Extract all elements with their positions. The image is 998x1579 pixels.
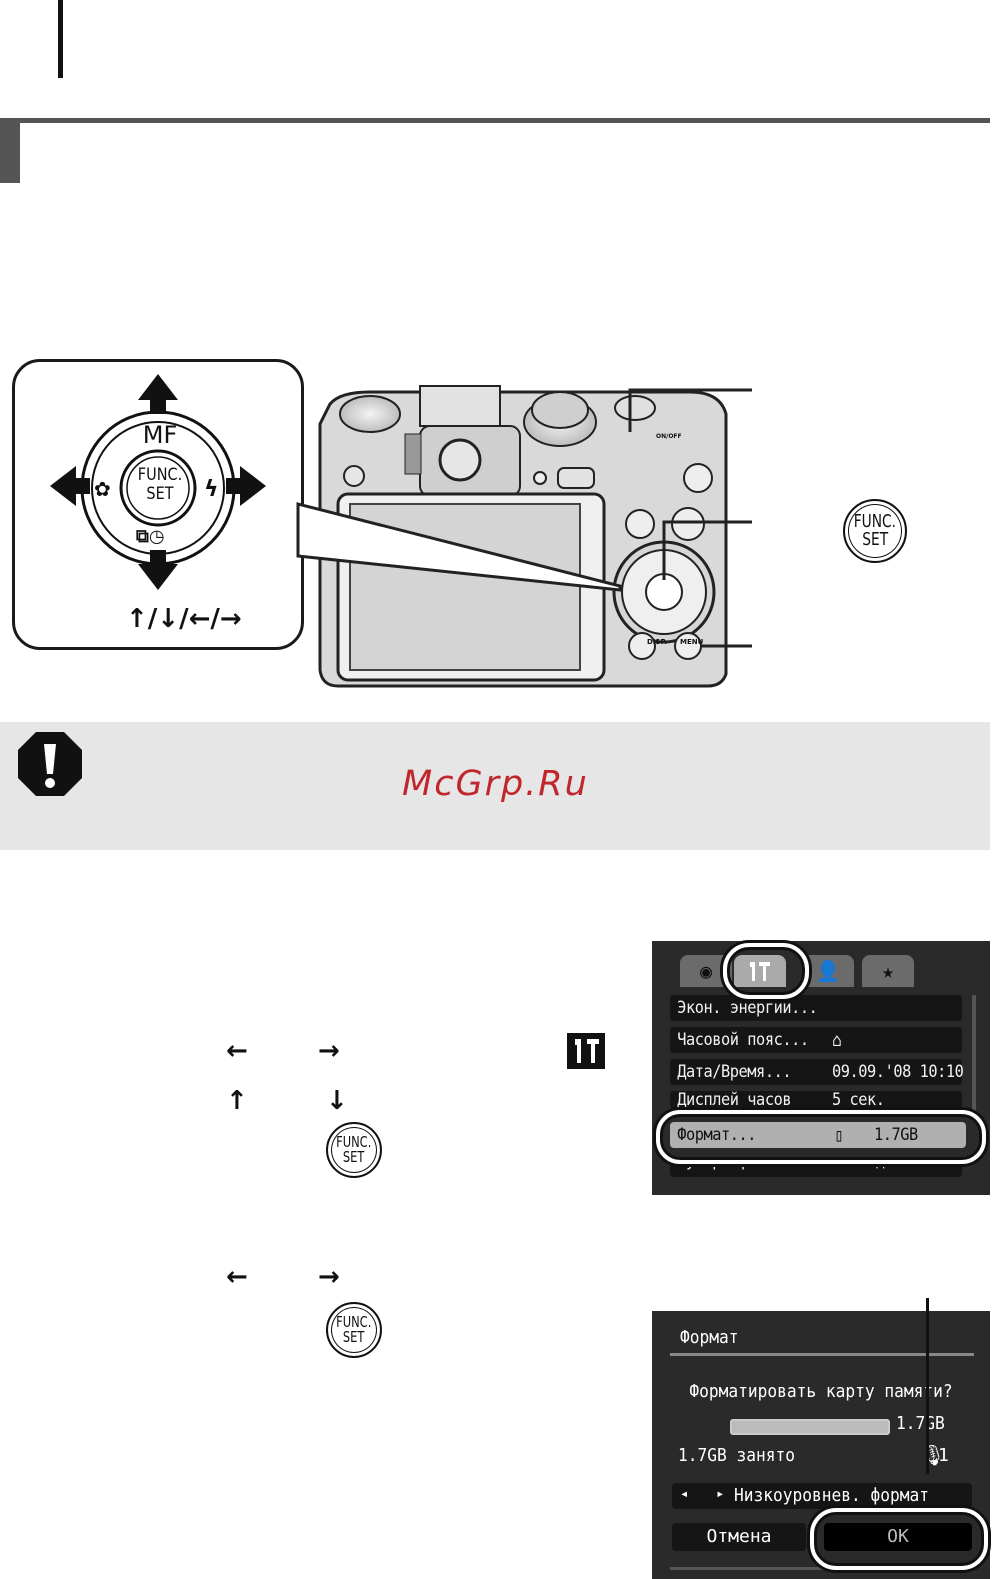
menu-item-label: Часовой пояс... [677,1030,809,1050]
dpad-func-set: FUNC. SET [135,466,186,504]
section-rule [0,118,990,123]
drive-timer-icon: ⧉◷ [136,526,165,547]
control-dial-diagram: ✿ ϟ ⧉◷ [50,374,266,590]
up-arrow-icon [138,374,178,414]
ok-button[interactable]: OK [824,1523,972,1551]
scrollbar[interactable] [972,995,976,1115]
left-arrow-icon: ← [226,1262,248,1292]
menu-button-label: MENU [680,638,704,646]
left-chevron-icon: ◂ [680,1486,689,1502]
func-set-icon: FUNC. SET [326,1302,382,1358]
section-tab [0,123,20,183]
down-arrow-icon [138,550,178,590]
menu-item-value: 09.09.'08 10:10 [832,1062,964,1082]
left-arrow-icon [50,466,90,506]
up-arrow-icon: ↑ [226,1086,248,1116]
home-icon: ⌂ [832,1029,842,1051]
func-label: FUNC. [853,511,897,532]
menu-item-clock-display[interactable]: Дисплей часов 5 сек. [670,1091,962,1109]
title-divider [670,1353,974,1356]
used-space: 1.7GB занято [678,1445,796,1466]
set-label: SET [343,1328,365,1346]
my-settings-tab-icon[interactable]: 👤 [802,955,854,987]
menu-item-value: 5 сек. [832,1091,885,1109]
bottom-divider [670,1567,974,1570]
watermark: McGrp.Ru [402,764,589,804]
header-bar [58,0,63,78]
right-arrow-icon [226,466,266,506]
my-menu-tab-icon[interactable]: ★ [862,955,914,987]
highlight-ring-tab [723,943,809,999]
mf-label: MF [142,421,178,449]
left-arrow-icon: ← [226,1036,248,1066]
microphone-icon: 🎙 [920,1443,946,1467]
func-set-button-icon: FUNC. SET [843,499,907,563]
menu-item-value: 1.7GB [874,1125,918,1145]
right-arrow-icon: → [318,1262,340,1292]
format-dialog-screen: Формат Форматировать карту памяти? 1.7GB… [652,1311,990,1579]
func-label: FUNC. [336,1313,372,1331]
disp-button-label: DISP. [647,638,667,646]
caution-icon [18,732,82,796]
arrow-keys-caption: ↑/↓/←/→ [126,604,242,634]
on-off-label: ON/OFF [656,433,682,440]
caution-note [0,722,990,850]
camera-back-illustration [296,385,752,688]
memory-card-icon: ▯ [834,1124,844,1146]
highlight-ring-format [656,1110,986,1164]
menu-item-label: Экон. энергии... [677,998,818,1018]
menu-item-format[interactable]: Формат... ▯ 1.7GB [670,1122,966,1148]
menu-item-label: Дисплей часов [677,1091,792,1109]
set-label: SET [146,484,174,504]
settings-menu-screen: ◉ 👤 ★ Экон. энергии... Часовой пояс... ⌂… [652,941,990,1195]
menu-item-label: Формат... [677,1125,757,1145]
highlight-ring-ok [810,1508,988,1570]
down-arrow-icon: ↓ [326,1086,348,1116]
menu-tab-bar: ◉ 👤 ★ [652,941,990,989]
capacity-value: 1.7GB [896,1413,945,1434]
format-question: Форматировать карту памяти? [689,1381,953,1402]
low-level-format-option[interactable]: ◂ ▸ Низкоуровнев. формат [672,1483,972,1509]
menu-item-date-time[interactable]: Дата/Время... 09.09.'08 10:10 [670,1059,964,1085]
flash-icon: ϟ [204,477,219,502]
macro-icon: ✿ [94,477,111,501]
menu-item-power-saving[interactable]: Экон. энергии... [670,995,962,1021]
func-label: FUNC. [137,465,183,485]
dialog-title: Формат [680,1327,739,1348]
set-label: SET [862,529,888,550]
set-label: SET [343,1148,365,1166]
mic-count: 1 [938,1445,949,1466]
capacity-bar [730,1419,890,1435]
func-set-icon: FUNC. SET [326,1122,382,1178]
right-arrow-icon: → [318,1036,340,1066]
low-level-label: Низкоуровнев. формат [734,1485,930,1506]
menu-item-label: Дата/Время... [677,1062,792,1082]
callout-line [926,1298,929,1474]
cancel-button[interactable]: Отмена [672,1523,806,1551]
right-chevron-icon: ▸ [716,1486,725,1502]
menu-item-time-zone[interactable]: Часовой пояс... ⌂ [670,1027,962,1053]
func-label: FUNC. [336,1133,372,1151]
tools-icon [567,1033,605,1069]
